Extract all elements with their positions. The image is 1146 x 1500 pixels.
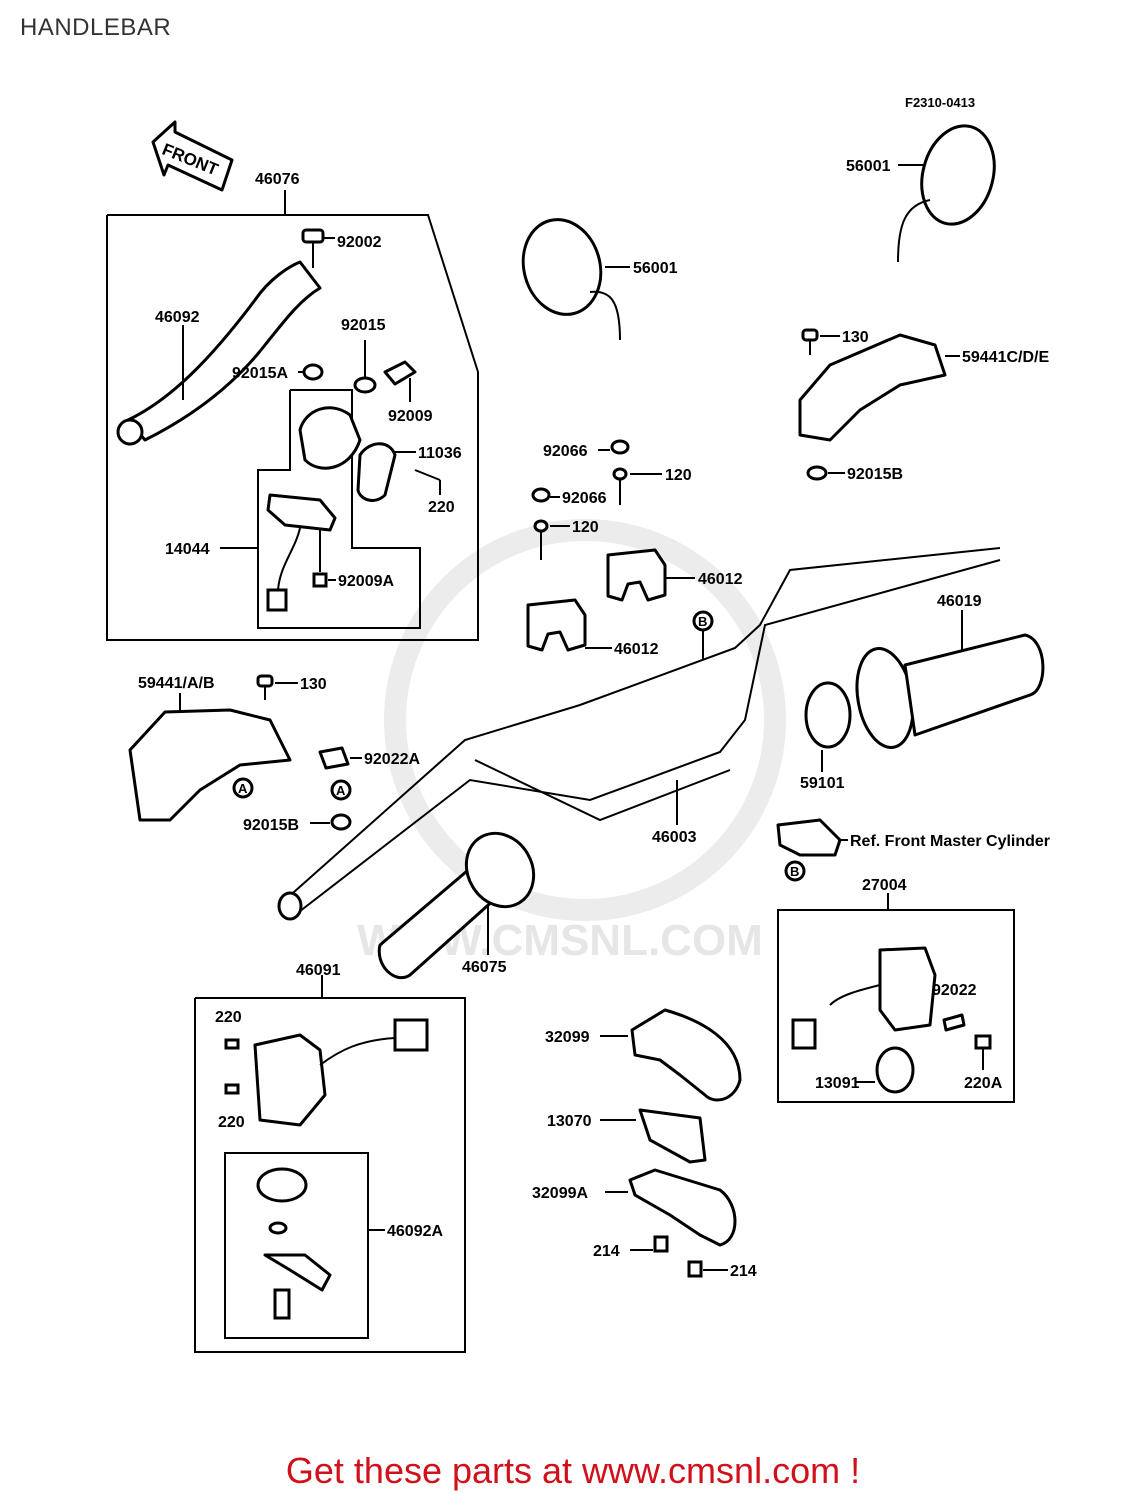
label-92022a: 92022A	[364, 751, 420, 768]
label-214-a: 214	[593, 1243, 620, 1260]
label-92015: 92015	[341, 317, 386, 334]
label-92066-b: 92066	[562, 490, 607, 507]
label-92009: 92009	[388, 408, 433, 425]
switch-assembly-right: 27004 92022 13091 220A	[777, 877, 1015, 1103]
label-92009a: 92009A	[338, 573, 394, 590]
label-46075: 46075	[462, 959, 507, 976]
front-arrow: FRONT	[151, 120, 234, 192]
label-220-l1: 220	[215, 1009, 242, 1026]
marker-a-left: A	[238, 781, 248, 796]
label-92002: 92002	[337, 234, 382, 251]
label-46076: 46076	[255, 171, 300, 188]
label-ref-master-cylinder: Ref. Front Master Cylinder	[850, 833, 1050, 850]
marker-b-clamp: B	[790, 864, 799, 879]
label-214-b: 214	[730, 1263, 757, 1280]
label-46012-a: 46012	[698, 571, 743, 588]
label-130-left: 130	[300, 676, 327, 693]
throttle-grip: 46019 59101	[800, 593, 1045, 792]
label-92015a: 92015A	[232, 365, 288, 382]
label-120-b: 120	[572, 519, 599, 536]
label-59441ab: 59441/A/B	[138, 675, 215, 692]
switch-assembly-left: 46091 220 220 46092A	[194, 962, 466, 1353]
lever-assembly-group: 46076 92002 46092 92015A 92015 92009 110…	[106, 171, 479, 641]
mirror-right: 56001	[846, 124, 996, 263]
label-13091: 13091	[815, 1075, 860, 1092]
marker-a-center: A	[336, 783, 346, 798]
label-46091: 46091	[296, 962, 341, 979]
master-cylinder-clamp: Ref. Front Master Cylinder B	[776, 818, 1050, 882]
hand-guard-left: 59441/A/B 130 A 92022A A 92015B	[128, 674, 420, 834]
label-32099a: 32099A	[532, 1185, 588, 1202]
label-46003: 46003	[652, 829, 697, 846]
footer-link[interactable]: Get these parts at www.cmsnl.com !	[285, 1450, 861, 1491]
label-46012-b: 46012	[614, 641, 659, 658]
label-13070: 13070	[547, 1113, 592, 1130]
master-cylinder-parts: 32099 13070 32099A 214 214	[532, 1008, 757, 1280]
label-46092a: 46092A	[387, 1223, 443, 1240]
label-92066-a: 92066	[543, 443, 588, 460]
label-59441cde: 59441C/D/E	[962, 349, 1049, 366]
label-220a: 220A	[964, 1075, 1003, 1092]
label-130-top: 130	[842, 329, 869, 346]
label-56001-left: 56001	[633, 260, 678, 277]
label-46019: 46019	[937, 593, 982, 610]
clamp-bolts: 92066 120 92066 120	[531, 439, 692, 560]
label-56001-right: 56001	[846, 158, 891, 175]
label-59101: 59101	[800, 775, 845, 792]
label-92015b-right: 92015B	[847, 466, 903, 483]
label-46092: 46092	[155, 309, 200, 326]
label-32099: 32099	[545, 1029, 590, 1046]
handlebar: B 46003	[277, 547, 1001, 921]
marker-b-bar: B	[698, 614, 707, 629]
label-27004: 27004	[862, 877, 907, 894]
parts-diagram: WWW.CMSNL.COM FRONT F2310-0413 46076 920…	[106, 95, 1050, 1353]
label-120-a: 120	[665, 467, 692, 484]
handlebar-holders: 46012 46012	[526, 548, 743, 658]
label-220-top: 220	[428, 499, 455, 516]
page-title: HANDLEBAR	[20, 14, 172, 41]
hand-guard-right: 130 59441C/D/E 92015B	[798, 328, 1049, 483]
label-14044: 14044	[165, 541, 210, 558]
label-220-l2: 220	[218, 1114, 245, 1131]
figure-code: F2310-0413	[905, 95, 975, 110]
left-grip: 46075	[377, 831, 536, 980]
label-92015b-left: 92015B	[243, 817, 299, 834]
mirror-left: 56001	[521, 218, 678, 341]
label-92022: 92022	[932, 982, 977, 999]
label-11036: 11036	[418, 445, 462, 462]
